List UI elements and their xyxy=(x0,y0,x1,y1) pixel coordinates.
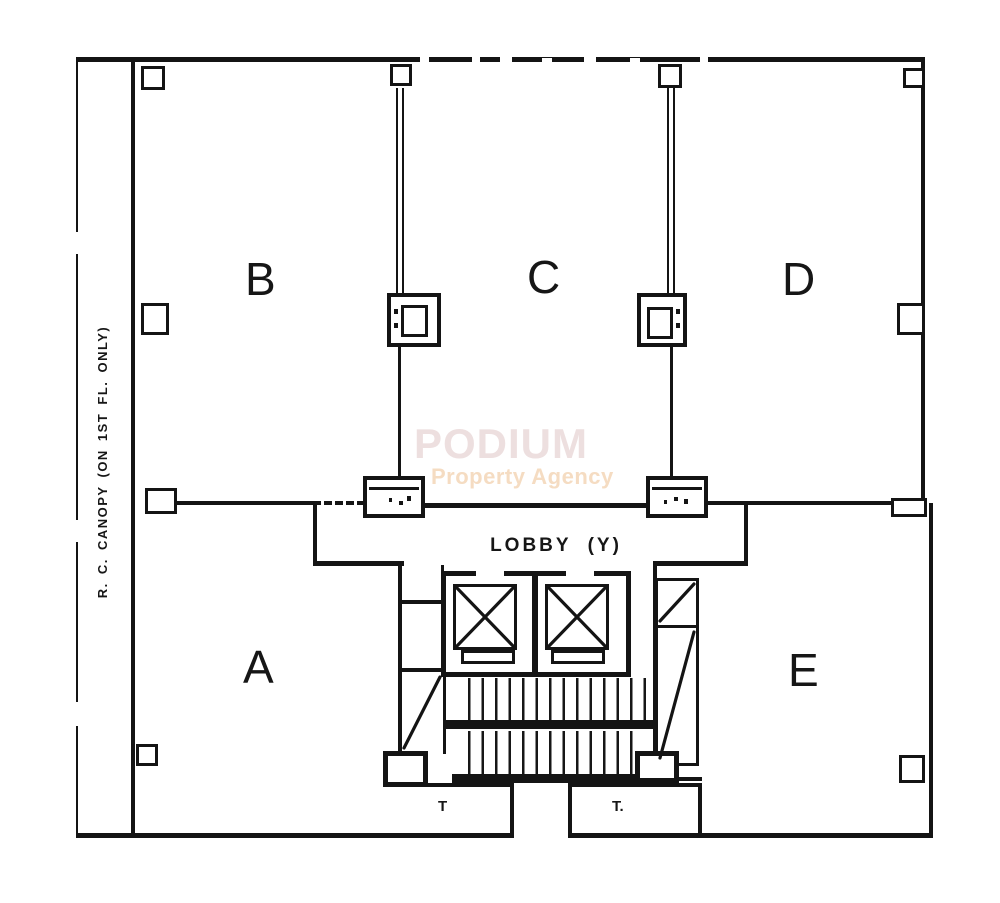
pipe-duct-inner xyxy=(647,307,673,339)
corridor-fixture-box xyxy=(646,476,708,518)
elevator-door-notch xyxy=(476,571,504,576)
unit-label-c: C xyxy=(527,251,561,303)
lobby-step-right-h xyxy=(653,561,748,566)
lobby-label-wing: (Y) xyxy=(587,535,622,556)
toilet-right-rightwall xyxy=(698,783,702,838)
room3-right xyxy=(443,672,446,754)
wall-right-lower xyxy=(929,503,933,838)
wall-corridor-mid xyxy=(425,503,648,508)
wall-a-right xyxy=(398,563,402,787)
toilet-right-top xyxy=(568,783,702,787)
wall-building-left xyxy=(131,57,135,838)
fixture-dot xyxy=(407,496,411,501)
wall-gap xyxy=(584,57,596,62)
partition-cd-line2 xyxy=(673,88,675,296)
service-shaft-e xyxy=(655,578,699,766)
canopy-edge-gap xyxy=(75,520,79,542)
duct-dot xyxy=(676,309,680,314)
column-heavy xyxy=(635,751,679,783)
column xyxy=(891,498,927,517)
column xyxy=(145,488,177,514)
fixture-dot xyxy=(674,497,678,501)
unit-label-e: E xyxy=(788,644,819,696)
fixture-dot xyxy=(389,498,392,502)
wall-gap xyxy=(700,57,708,62)
column-heavy xyxy=(383,751,428,787)
fixture-dot xyxy=(684,499,688,504)
unit-label-a: A xyxy=(243,641,274,693)
elevator-door-notch xyxy=(566,571,594,576)
toilet-left-rightwall xyxy=(510,783,514,838)
stair-mid-landing xyxy=(443,720,657,729)
canopy-edge-gap xyxy=(75,232,79,254)
unit-label-b: B xyxy=(245,253,276,305)
toilet-left-top xyxy=(398,783,514,787)
corridor-fixture-box xyxy=(363,476,425,518)
wall-bottom-left xyxy=(76,833,514,838)
unit-label-d: D xyxy=(782,253,816,305)
wall-corridor-right xyxy=(708,501,892,505)
watermark-subtitle: Property Agency xyxy=(431,464,614,489)
pipe-duct-box xyxy=(387,293,441,347)
fixture-dot xyxy=(399,501,403,505)
wall-bottom-right xyxy=(568,833,933,838)
canopy-edge-gap xyxy=(75,702,79,726)
lobby-label-name: LOBBY xyxy=(490,535,572,556)
column xyxy=(141,303,169,335)
canopy-left-edge xyxy=(76,57,78,838)
room1-bottom xyxy=(398,600,446,604)
wall-gap xyxy=(542,58,552,62)
stair-treads-lower xyxy=(468,731,640,774)
stair-treads-upper xyxy=(468,678,648,720)
lobby-step-left-v xyxy=(313,505,317,565)
pipe-duct-box xyxy=(637,293,687,347)
lobby-step-right-v xyxy=(744,505,748,565)
wall-right-upper xyxy=(921,57,925,508)
duct-dot xyxy=(676,323,680,328)
pipe-duct-inner xyxy=(401,305,428,337)
wall-gap xyxy=(472,57,480,62)
column xyxy=(897,303,925,335)
column xyxy=(903,68,925,88)
partition-cd-lower xyxy=(670,347,673,478)
stair-bottom-landing xyxy=(452,774,652,783)
wall-corridor-left xyxy=(177,501,313,505)
column xyxy=(658,64,682,88)
elevator-divider xyxy=(532,576,538,672)
fixture-dot xyxy=(664,500,667,504)
partition-bc-line1 xyxy=(396,88,398,296)
duct-dot xyxy=(394,309,398,314)
fixture-lid xyxy=(652,487,702,490)
elevator-block xyxy=(441,571,631,677)
toilet-right-leftwall xyxy=(568,783,572,838)
wall-corridor-dashed xyxy=(313,501,365,505)
elevator-door-sill-left xyxy=(461,650,515,664)
service-shaft-divider xyxy=(658,625,696,628)
wall-gap xyxy=(420,57,429,62)
toilet-label-left: T xyxy=(438,798,448,815)
lobby-step-left-h xyxy=(313,561,404,566)
partition-cd-line1 xyxy=(667,88,669,296)
partition-bc-line2 xyxy=(402,88,404,296)
column xyxy=(390,64,412,86)
elevator-door-sill-right xyxy=(551,650,605,664)
column xyxy=(136,744,158,766)
elevator-shaft-right xyxy=(545,584,609,650)
fixture-lid xyxy=(369,487,419,490)
toilet-label-right: T. xyxy=(612,798,624,815)
wall-gap xyxy=(500,57,512,62)
room-diagonal xyxy=(402,675,442,750)
room2-bottom xyxy=(400,668,446,672)
column xyxy=(141,66,165,90)
partition-bc-lower xyxy=(398,347,401,478)
canopy-label: R. C. CANOPY (ON 1ST FL. ONLY) xyxy=(95,325,110,599)
wall-gap xyxy=(630,58,640,62)
column xyxy=(899,755,925,783)
lobby-label: LOBBY (Y) xyxy=(466,535,646,557)
elevator-shaft-left xyxy=(453,584,517,650)
duct-dot xyxy=(394,323,398,328)
watermark-brand: PODIUM xyxy=(414,420,588,467)
